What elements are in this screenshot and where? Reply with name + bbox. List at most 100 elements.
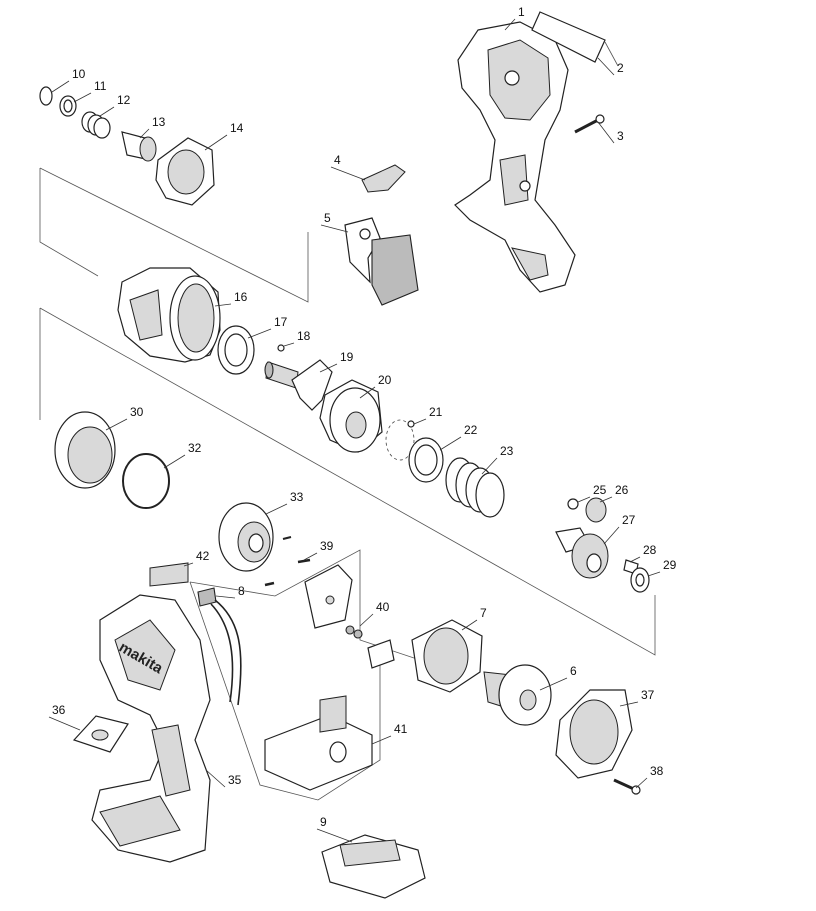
part-pad-36 <box>72 715 129 753</box>
callout-1: 1 <box>518 5 525 19</box>
callout-18: 18 <box>297 329 311 343</box>
callout-38: 38 <box>650 764 664 778</box>
leader-line-29 <box>647 571 661 577</box>
part-spindle-set <box>555 497 650 593</box>
part-stator <box>411 619 483 693</box>
part-plate-39 <box>264 558 353 629</box>
leader-line-27 <box>603 526 620 545</box>
part-washer-17 <box>217 325 255 375</box>
part-ring-30 <box>54 411 116 489</box>
leader-line-39 <box>303 552 318 561</box>
leader-line-2 <box>597 57 615 76</box>
callout-14: 14 <box>230 121 244 135</box>
callout-17: 17 <box>274 315 288 329</box>
callout-3: 3 <box>617 129 624 143</box>
leader-line-3 <box>597 121 615 144</box>
leader-line-35 <box>205 769 226 788</box>
leader-line-37 <box>619 701 639 707</box>
leader-line-26 <box>599 496 613 503</box>
callout-36: 36 <box>52 703 66 717</box>
callout-32: 32 <box>188 441 202 455</box>
leader-line-12 <box>99 106 115 117</box>
part-o-ring <box>122 453 170 509</box>
leader-line-11 <box>73 92 92 103</box>
leader-line-7 <box>461 619 478 631</box>
callout-42: 42 <box>196 549 210 563</box>
callout-8: 8 <box>238 584 245 598</box>
callout-28: 28 <box>643 543 657 557</box>
leader-line-5 <box>320 224 349 233</box>
part-housing-half <box>454 21 576 293</box>
part-main-housing: makita <box>91 594 211 863</box>
leader-line-42 <box>183 562 194 567</box>
leader-line-13 <box>139 128 150 139</box>
callout-40: 40 <box>376 600 390 614</box>
callout-27: 27 <box>622 513 636 527</box>
callout-37: 37 <box>641 688 655 702</box>
leader-line-10 <box>51 80 70 93</box>
part-screw-3 <box>574 114 605 134</box>
callout-22: 22 <box>464 423 478 437</box>
leader-line-30 <box>105 418 128 431</box>
callout-9: 9 <box>320 815 327 829</box>
part-terminals-40 <box>345 625 395 669</box>
part-label-plate <box>531 11 606 63</box>
leader-line-23 <box>481 457 498 475</box>
part-anvil <box>264 359 333 411</box>
callout-7: 7 <box>480 606 487 620</box>
leader-line-38 <box>635 777 648 789</box>
leader-line-16 <box>214 303 232 307</box>
leader-line-14 <box>204 134 228 151</box>
callout-33: 33 <box>290 490 304 504</box>
leader-line-41 <box>371 735 392 745</box>
callout-23: 23 <box>500 444 514 458</box>
part-lead-wire <box>197 587 242 706</box>
callout-29: 29 <box>663 558 677 572</box>
leader-line-6 <box>539 677 568 691</box>
leader-line-21 <box>413 418 427 425</box>
part-rotor <box>483 664 552 726</box>
leader-line-32 <box>163 454 186 469</box>
callout-4: 4 <box>334 153 341 167</box>
callout-16: 16 <box>234 290 248 304</box>
part-label-42 <box>149 562 189 587</box>
leader-line-8 <box>215 595 236 599</box>
callout-35: 35 <box>228 773 242 787</box>
leader-line-25 <box>577 496 591 503</box>
callout-39: 39 <box>320 539 334 553</box>
part-screw-38 <box>613 778 641 795</box>
leader-line-22 <box>439 436 462 451</box>
leader-line-20 <box>359 386 376 399</box>
callout-13: 13 <box>152 115 166 129</box>
callout-41: 41 <box>394 722 408 736</box>
part-hammer-case <box>117 267 221 363</box>
leader-line-33 <box>265 503 288 515</box>
part-front-nose-set <box>39 86 215 206</box>
leader-line-9 <box>316 828 353 843</box>
part-rear-cover <box>555 689 633 779</box>
leader-line-36 <box>48 716 81 731</box>
callout-19: 19 <box>340 350 354 364</box>
guide-lines <box>39 41 656 801</box>
leader-line-19 <box>319 363 338 373</box>
part-washer-22 <box>408 437 444 483</box>
part-switch <box>344 217 419 306</box>
callout-21: 21 <box>429 405 443 419</box>
leader-line-4 <box>330 166 366 181</box>
callout-20: 20 <box>378 373 392 387</box>
leader-line-1 <box>504 18 516 31</box>
part-fan-housing <box>218 502 292 572</box>
callout-26: 26 <box>615 483 629 497</box>
leader-line-28 <box>629 556 641 563</box>
leader-line-40 <box>359 613 374 627</box>
leader-line-17 <box>247 328 272 339</box>
part-hammer <box>319 379 383 453</box>
callout-25: 25 <box>593 483 607 497</box>
part-switch-lever <box>361 164 406 193</box>
part-controller <box>264 695 373 791</box>
callout-6: 6 <box>570 664 577 678</box>
callout-11: 11 <box>94 79 107 93</box>
callout-10: 10 <box>72 67 86 81</box>
